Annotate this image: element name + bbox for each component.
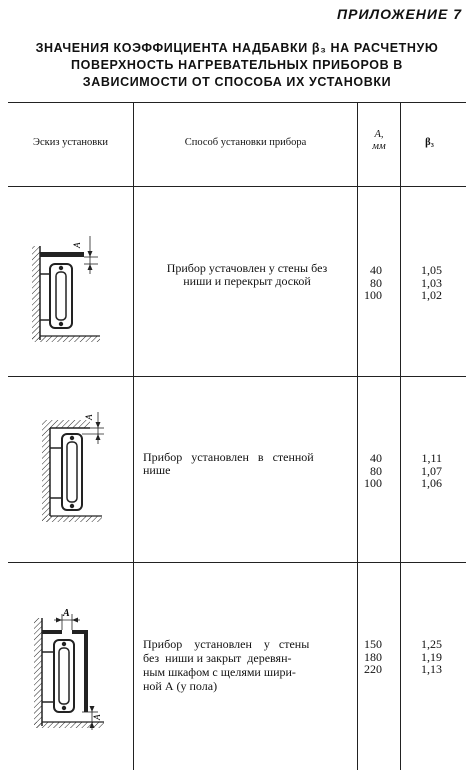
row1-beta-2: 1,02 bbox=[421, 288, 442, 302]
row1-description: Прибор устачовлен у стены без ниши и пер… bbox=[141, 262, 353, 288]
row1-beta-1: 1,03 bbox=[421, 275, 442, 290]
row1-a-0: 40 bbox=[370, 263, 382, 277]
row2-beta-2: 1,06 bbox=[421, 476, 442, 490]
row2-bottom-rule bbox=[8, 562, 466, 563]
sketch3-bottom-dimension-label: А bbox=[92, 714, 102, 721]
row3-beta-values: 1,25 1,19 1,13 bbox=[401, 638, 442, 676]
sketch-radiator-cabinet: А А bbox=[34, 608, 104, 730]
row2-a-values: 40 80 100 bbox=[358, 452, 382, 490]
row3-description: Прибор установлен у стены без ниши и зак… bbox=[143, 637, 351, 693]
row3-desc-line1: Прибор установлен у стены bbox=[143, 637, 310, 651]
sketch-radiator-niche: А bbox=[42, 412, 104, 522]
sketch2-dimension-label: А bbox=[84, 414, 94, 421]
row1-desc-line2: ниши и перекрыт доской bbox=[183, 274, 311, 288]
row2-a-1: 80 bbox=[370, 463, 382, 478]
row1-beta-values: 1,05 1,03 1,02 bbox=[401, 264, 442, 302]
header-bottom-rule bbox=[8, 186, 466, 187]
title-line-2: ПОВЕРХНОСТЬ НАГРЕВАТЕЛЬНЫХ ПРИБОРОВ В bbox=[71, 58, 403, 72]
appendix-label: ПРИЛОЖЕНИЕ 7 bbox=[337, 6, 462, 22]
row3-desc-line4: ной А (у пола) bbox=[143, 679, 218, 693]
row2-a-0: 40 bbox=[370, 451, 382, 465]
column-divider-2 bbox=[357, 102, 358, 770]
table-title: ЗНАЧЕНИЯ КОЭФФИЦИЕНТА НАДБАВКИ β₃ НА РАС… bbox=[6, 40, 468, 91]
header-sketch: Эскиз установки bbox=[33, 137, 108, 148]
row3-desc-line3: ным шкафом с щелями шири- bbox=[143, 665, 296, 679]
row2-a-2: 100 bbox=[364, 476, 382, 490]
row3-a-1: 180 bbox=[364, 649, 382, 664]
row2-beta-0: 1,11 bbox=[421, 451, 442, 465]
row1-a-values: 40 80 100 bbox=[358, 264, 382, 302]
row2-beta-values: 1,11 1,07 1,06 bbox=[401, 452, 442, 490]
header-beta: β₃ bbox=[425, 137, 434, 148]
row1-a-2: 100 bbox=[364, 288, 382, 302]
row3-desc-line2: без ниши и закрыт деревян- bbox=[143, 651, 292, 665]
row1-bottom-rule bbox=[8, 376, 466, 377]
sketch1-dimension-label: А bbox=[72, 242, 82, 249]
row2-desc-line2: нише bbox=[143, 463, 171, 477]
row3-beta-0: 1,25 bbox=[421, 637, 442, 651]
row3-a-values: 150 180 220 bbox=[358, 638, 382, 676]
header-method: Способ установки прибора bbox=[184, 137, 307, 148]
row3-a-0: 150 bbox=[364, 637, 382, 651]
title-line-3: ЗАВИСИМОСТИ ОТ СПОСОБА ИХ УСТАНОВКИ bbox=[82, 75, 392, 89]
row2-beta-1: 1,07 bbox=[421, 463, 442, 478]
row2-desc-line1: Прибор установлен в стенной bbox=[143, 450, 314, 464]
header-a: А, мм bbox=[358, 129, 400, 153]
sketch-radiator-board: А bbox=[32, 236, 100, 342]
column-divider-3 bbox=[400, 102, 401, 770]
row1-beta-0: 1,05 bbox=[421, 263, 442, 277]
title-line-1: ЗНАЧЕНИЯ КОЭФФИЦИЕНТА НАДБАВКИ β₃ НА РАС… bbox=[35, 41, 439, 55]
row3-a-2: 220 bbox=[364, 662, 382, 676]
row2-description: Прибор установлен в стенной нише bbox=[143, 451, 351, 477]
table-top-rule bbox=[8, 102, 466, 103]
row1-a-1: 80 bbox=[370, 275, 382, 290]
sketch3-top-dimension-label: А bbox=[62, 608, 70, 619]
column-divider-1 bbox=[133, 102, 134, 770]
row3-beta-2: 1,13 bbox=[421, 662, 442, 676]
row3-beta-1: 1,19 bbox=[421, 649, 442, 664]
row1-desc-line1: Прибор устачовлен у стены без bbox=[166, 261, 328, 275]
header-a-label: А, bbox=[374, 129, 384, 140]
header-a-unit: мм bbox=[372, 141, 386, 152]
